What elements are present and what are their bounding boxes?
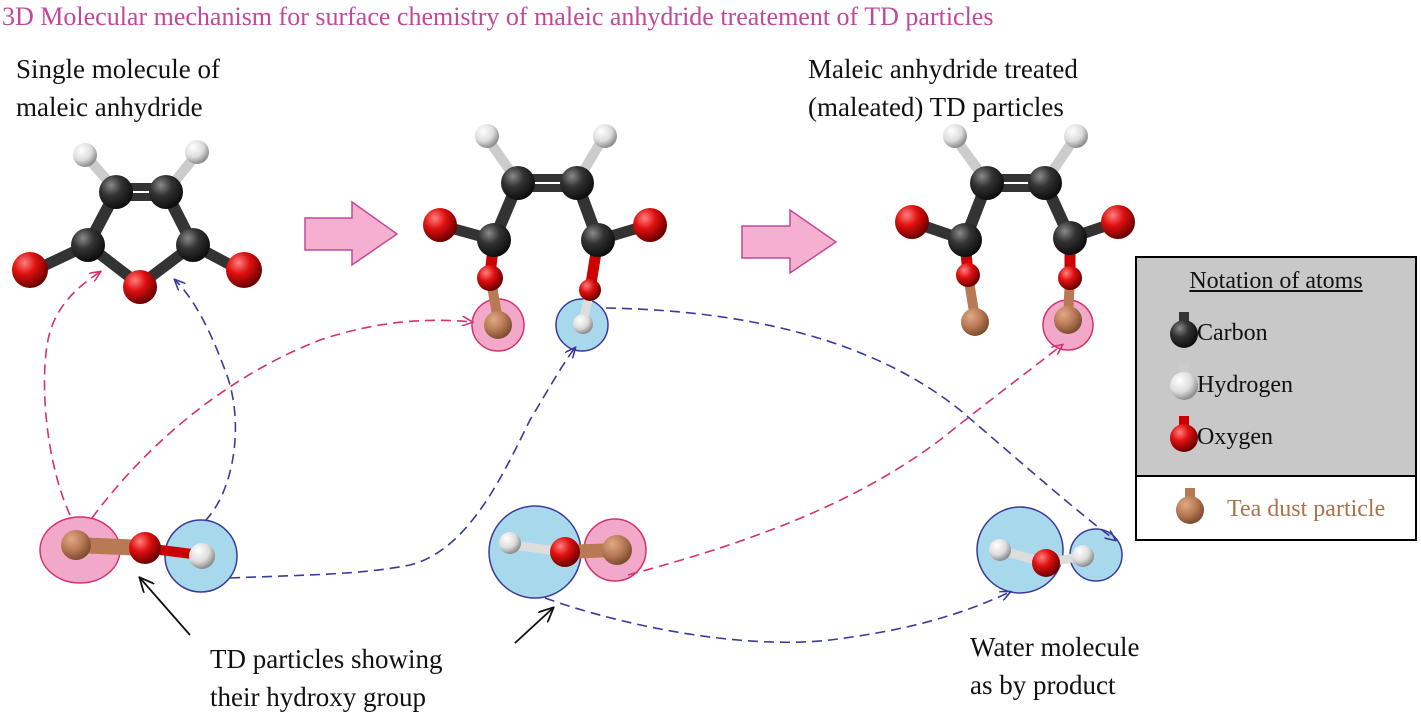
path-blue-h-to-water — [605, 307, 1115, 540]
pointer-arrow-td1 — [140, 578, 191, 636]
legend-carbon-label: Carbon — [1197, 320, 1268, 346]
molecule-maleated-td — [895, 124, 1135, 336]
legend-tea-label: Tea dust particle — [1227, 496, 1386, 522]
label-td-line2: their hydroxy group — [210, 682, 426, 712]
water-molecule — [989, 539, 1094, 577]
label-water-line2: as by product — [970, 670, 1116, 700]
label-single-molecule-line2: maleic anhydride — [16, 92, 203, 122]
label-td-line1: TD particles showing — [210, 644, 443, 674]
td-particle-1 — [61, 530, 215, 569]
mechanism-paths — [43, 272, 1115, 644]
label-treated-line2: (maleated) TD particles — [808, 92, 1064, 122]
reaction-arrow-2 — [741, 208, 838, 275]
diagram-title: 3D Molecular mechanism for surface chemi… — [2, 2, 994, 31]
path-pink-to-mid-tea — [91, 320, 472, 519]
label-td-particles: TD particles showing their hydroxy group — [210, 640, 442, 716]
pointer-arrow-td2 — [514, 608, 553, 644]
path-blue-to-water — [544, 592, 1010, 644]
atom-legend: Notation of atoms Carbon Hydrogen Oxygen… — [1135, 256, 1417, 541]
path-pink-to-right-tea — [627, 345, 1062, 576]
label-treated-particles: Maleic anhydride treated (maleated) TD p… — [808, 50, 1078, 126]
legend-hydrogen-label: Hydrogen — [1197, 372, 1293, 398]
label-water-molecule: Water molecule as by product — [970, 628, 1140, 704]
label-treated-line1: Maleic anhydride treated — [808, 54, 1078, 84]
molecule-maleic-anhydride — [12, 140, 262, 304]
label-single-molecule-line1: Single molecule of — [16, 54, 220, 84]
tea-dust-icon — [1176, 488, 1204, 524]
path-blue-to-mid-h — [229, 348, 575, 579]
reaction-arrow-1 — [304, 200, 399, 267]
legend-title: Notation of atoms — [1189, 268, 1363, 294]
oxygen-icon — [1170, 416, 1198, 452]
label-water-line1: Water molecule — [970, 632, 1140, 662]
td-particle-2 — [499, 532, 632, 567]
legend-atoms-panel: Notation of atoms Carbon Hydrogen Oxygen — [1137, 258, 1415, 477]
path-pink-to-anhydride — [43, 272, 100, 516]
hydrogen-icon — [1170, 364, 1198, 400]
label-single-molecule: Single molecule of maleic anhydride — [16, 50, 220, 126]
path-blue-to-anhydride — [175, 280, 237, 522]
molecule-opened-anhydride — [423, 124, 667, 339]
carbon-icon — [1170, 312, 1198, 348]
legend-oxygen-label: Oxygen — [1197, 424, 1273, 450]
